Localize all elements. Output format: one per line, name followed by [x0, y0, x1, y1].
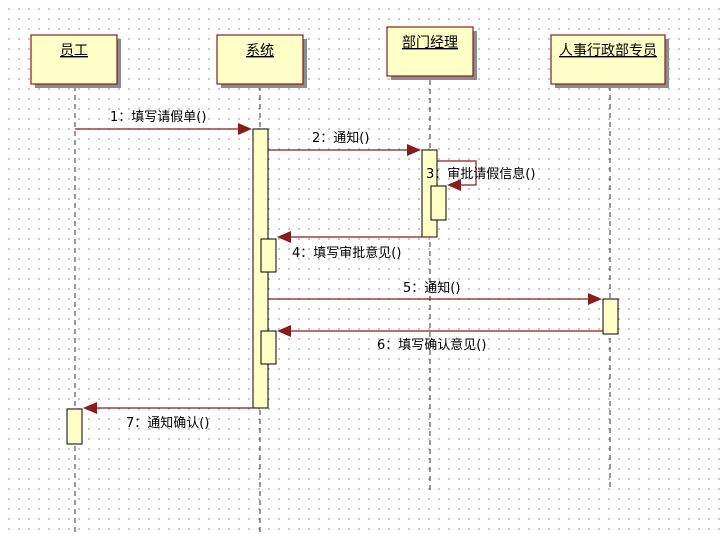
arrowhead-icon — [83, 402, 97, 414]
message-2[interactable]: 2：通知() — [268, 130, 421, 156]
activation-employee — [66, 408, 83, 445]
activation-hr-specialist — [602, 298, 619, 335]
arrowhead-icon — [277, 231, 291, 243]
message-label-2: 2：通知() — [312, 130, 369, 146]
lifelines — [74, 80, 611, 536]
message-label-1: 1：填写请假单() — [110, 110, 206, 125]
object-label-system: 系统 — [246, 43, 274, 59]
message-3-self[interactable]: 3：审批请假信息() — [426, 160, 535, 191]
object-hr-specialist[interactable]: 人事行政部专员 — [550, 34, 669, 88]
object-label-employee: 员工 — [60, 43, 88, 59]
message-label-7: 7：通知确认() — [126, 415, 209, 431]
message-7[interactable]: 7：通知确认() — [83, 402, 253, 431]
message-label-3: 3：审批请假信息() — [426, 166, 535, 182]
activation-dept-manager-self — [430, 185, 447, 221]
message-5[interactable]: 5：通知() — [268, 280, 602, 305]
object-employee[interactable]: 员工 — [30, 34, 121, 88]
arrowhead-icon — [238, 123, 252, 135]
message-label-6: 6：填写确认意见() — [377, 337, 486, 353]
message-1[interactable]: 1：填写请假单() — [75, 110, 252, 135]
arrowhead-icon — [588, 293, 602, 305]
activation-system-reply-4 — [260, 238, 277, 273]
object-label-hr-specialist: 人事行政部专员 — [559, 43, 657, 59]
message-6[interactable]: 6：填写确认意见() — [277, 325, 603, 353]
message-label-5: 5：通知() — [403, 280, 460, 296]
activations — [66, 128, 619, 445]
activation-system-reply-6 — [260, 330, 277, 365]
object-dept-manager[interactable]: 部门经理 — [386, 26, 477, 80]
arrowhead-icon — [407, 144, 421, 156]
arrowhead-icon — [447, 179, 461, 191]
arrowhead-icon — [277, 325, 291, 337]
message-label-4: 4：填写审批意见() — [292, 245, 401, 261]
object-label-dept-manager: 部门经理 — [402, 35, 458, 51]
object-system[interactable]: 系统 — [216, 34, 307, 88]
message-4[interactable]: 4：填写审批意见() — [277, 231, 437, 261]
